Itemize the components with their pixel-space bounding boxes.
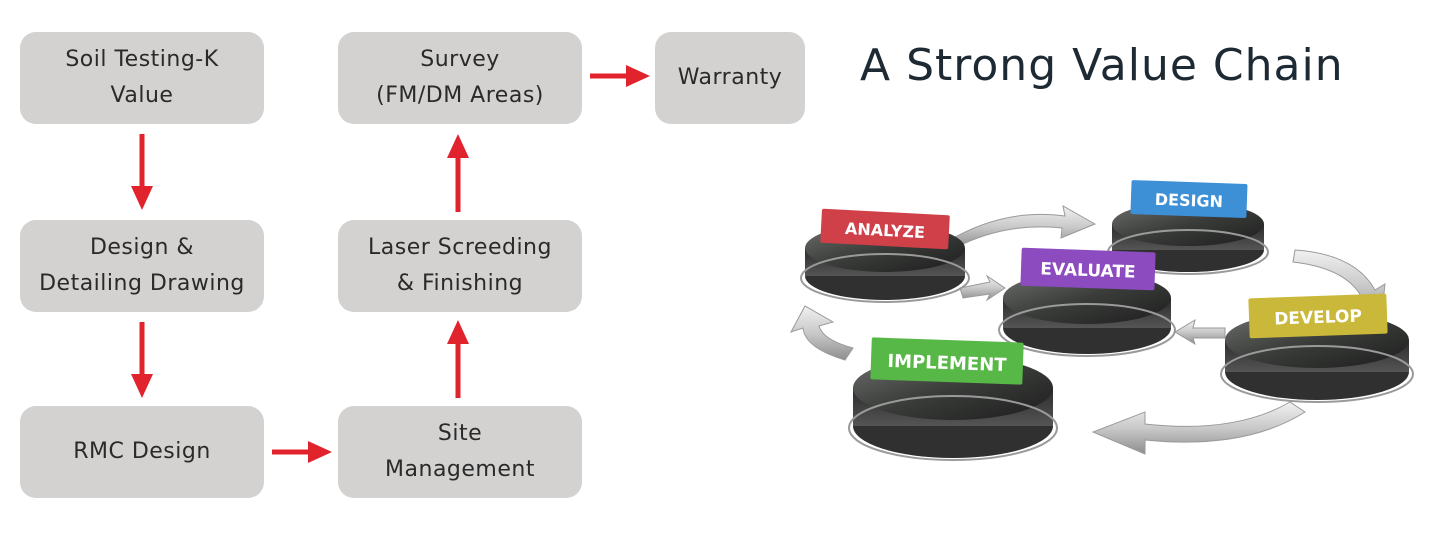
label-design: DESIGN <box>1130 180 1248 218</box>
arrow-right-2 <box>590 65 650 87</box>
svg-text:ANALYZE: ANALYZE <box>845 219 926 242</box>
label-implement: IMPLEMENT <box>870 337 1024 385</box>
step-soil-testing: Soil Testing-K Value <box>20 32 264 124</box>
cycle-arrow-top <box>949 205 1097 249</box>
step-warranty: Warranty <box>655 32 805 124</box>
label-evaluate: EVALUATE <box>1020 247 1156 291</box>
step-rmc-design: RMC Design <box>20 406 264 498</box>
svg-text:IMPLEMENT: IMPLEMENT <box>887 351 1007 376</box>
label-analyze: ANALYZE <box>820 208 950 250</box>
cycle-arrow-left <box>789 305 854 361</box>
svg-text:EVALUATE: EVALUATE <box>1040 259 1136 282</box>
label-develop: DEVELOP <box>1248 293 1388 339</box>
arrow-down-1 <box>131 134 153 210</box>
svg-text:DEVELOP: DEVELOP <box>1274 306 1362 329</box>
svg-text:DESIGN: DESIGN <box>1154 190 1223 211</box>
cycle-arrow-small-1 <box>959 274 1006 302</box>
page-title: A Strong Value Chain <box>860 40 1344 91</box>
step-survey: Survey (FM/DM Areas) <box>338 32 582 124</box>
arrow-right-1 <box>272 441 332 463</box>
step-laser-screeding: Laser Screeding & Finishing <box>338 220 582 312</box>
cycle-arrow-bottom <box>1091 401 1306 455</box>
step-site-management: Site Management <box>338 406 582 498</box>
arrow-up-1 <box>447 320 469 398</box>
arrow-up-2 <box>447 134 469 212</box>
cycle-arrow-small-2 <box>1174 318 1226 346</box>
step-design-detailing: Design & Detailing Drawing <box>20 220 264 312</box>
disk-evaluate <box>998 272 1176 357</box>
arrow-down-2 <box>131 322 153 398</box>
value-chain-cycle-illustration: ANALYZE DESIGN EVALUATE DEVELOP IMPLEMEN… <box>789 180 1414 461</box>
